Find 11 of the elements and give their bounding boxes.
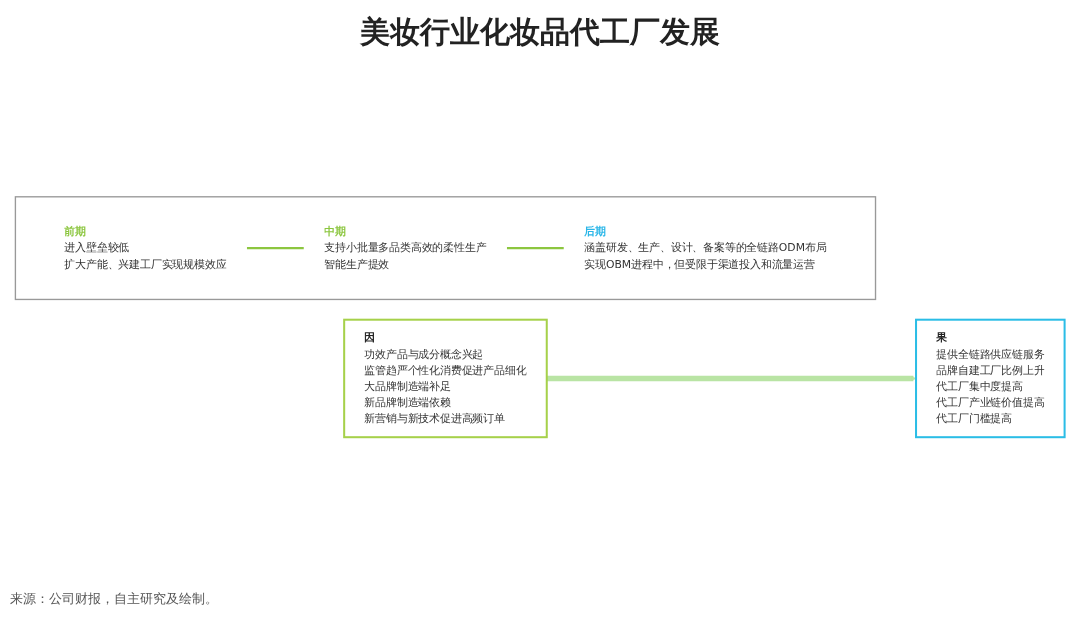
arrow — [546, 375, 917, 382]
source-note: 来源：公司财报，自主研究及绘制。 — [10, 590, 218, 608]
node-box: 果 提供全链路供应链服务 品牌自建工厂比例上升 代工厂集中度提高 代工厂产业链价值提高 代工厂门槛提高 — [915, 318, 1066, 439]
node-text: 中期 支持小批量多品类高效的柔性生产 智能生产提效 — [324, 225, 487, 271]
node-text: 后期 涵盖研发、生产、设计、备案等的全链路ODM布局 实现OBM进程中，但受限于渠道投入和流量运营 — [584, 225, 827, 271]
title: 美妆行业化妆品代工厂发展 — [359, 13, 721, 51]
node-box: 因 功效产品与成分概念兴起 监管趋严个性化消费促进产品细化 大品牌制造端补足 新品牌制造端依赖 新营销与新技术促进高频订单 — [343, 318, 548, 439]
connector — [506, 247, 565, 250]
node-text: 前期 进入壁垒较低 扩大产能、兴建工厂实现规模效应 — [64, 225, 227, 271]
cluster — [14, 196, 877, 301]
connector — [246, 247, 305, 250]
